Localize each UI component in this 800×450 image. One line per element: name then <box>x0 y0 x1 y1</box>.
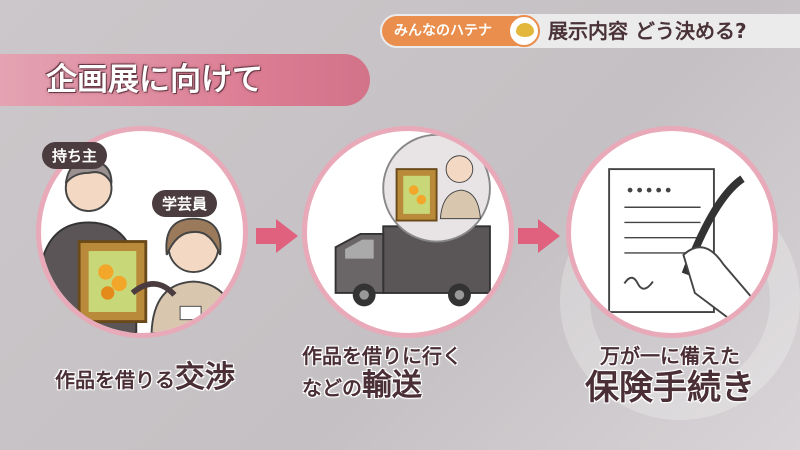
caption-big: 交渉 <box>175 360 235 395</box>
ginkgo-icon <box>508 15 540 47</box>
section-banner: 企画展に向けて <box>0 54 370 106</box>
program-title-bar: みんなのハテナ 展示内容 どう決める? <box>380 14 800 48</box>
caption-big: 輸送 <box>362 368 422 403</box>
step-3-caption: 万が一に備えた 保険手続き <box>550 344 790 409</box>
caption-small: 作品を借りに行く <box>302 344 462 368</box>
curator-label: 学芸員 <box>152 190 218 217</box>
truck-illustration <box>334 133 491 307</box>
step-negotiation-circle <box>36 126 248 338</box>
arrow-right-icon <box>518 219 560 253</box>
topic-title: 展示内容 どう決める? <box>548 19 747 43</box>
caption-big: 保険手続き <box>585 368 755 408</box>
caption-small: 作品を借りる <box>55 368 175 392</box>
caption-small: などの <box>302 376 362 400</box>
arrow-right-icon <box>256 219 298 253</box>
step-2-caption: 作品を借りに行く などの輸送 <box>290 344 540 404</box>
step-insurance-circle <box>566 126 778 338</box>
step-transport-circle <box>302 126 514 338</box>
step-1-caption: 作品を借りる交渉 <box>20 360 270 396</box>
caption-small: 万が一に備えた <box>600 344 740 368</box>
owner-label: 持ち主 <box>42 142 108 169</box>
document-signing-illustration <box>608 168 754 323</box>
segment-tag: みんなのハテナ <box>382 16 530 46</box>
